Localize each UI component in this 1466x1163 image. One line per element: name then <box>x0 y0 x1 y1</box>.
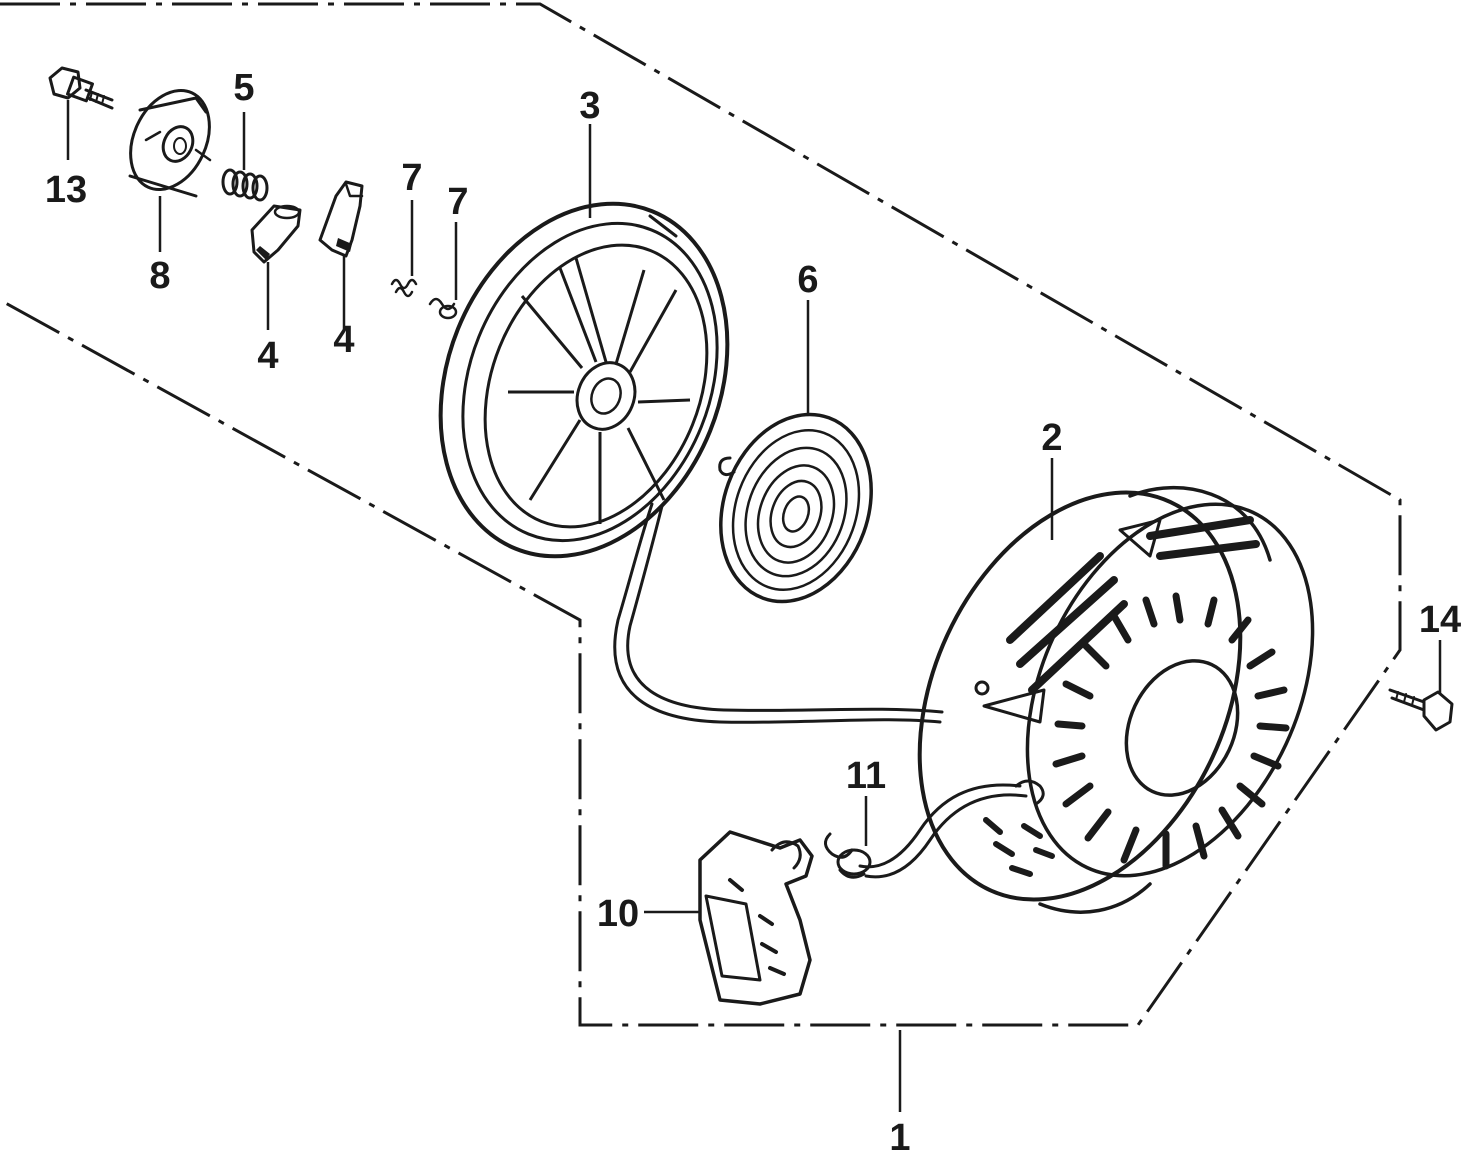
callout-4-right: 4 <box>333 319 354 361</box>
callout-1: 1 <box>889 1117 910 1159</box>
callout-7-right: 7 <box>447 181 468 223</box>
part-3-reel <box>438 124 730 559</box>
part-2-starter-case <box>917 458 1315 914</box>
callout-13: 13 <box>45 169 87 211</box>
part-4-ratchet-right <box>318 180 364 330</box>
callout-8: 8 <box>149 255 170 297</box>
callout-4-left: 4 <box>257 335 278 377</box>
callout-3: 3 <box>579 85 600 127</box>
part-4-ratchet-left <box>250 204 302 330</box>
part-8-ratchet-guide <box>128 88 212 252</box>
part-14-bolt <box>1388 640 1454 732</box>
part-10-starter-grip <box>644 830 814 1006</box>
callout-14: 14 <box>1419 599 1461 641</box>
callout-10: 10 <box>597 893 639 935</box>
part-7-springs <box>390 200 458 320</box>
assembly-boundary-frame <box>0 2 1402 1027</box>
callout-11: 11 <box>846 755 886 797</box>
part-11-rope-clip <box>824 796 872 879</box>
part-13-bolt <box>48 66 114 160</box>
starter-rope <box>613 502 1028 879</box>
callout-6: 6 <box>797 259 818 301</box>
part-5-spring <box>221 112 269 202</box>
callout-7-left: 7 <box>401 157 422 199</box>
part-6-recoil-spring <box>718 300 873 604</box>
callout-2: 2 <box>1041 417 1062 459</box>
callout-5: 5 <box>233 67 254 109</box>
